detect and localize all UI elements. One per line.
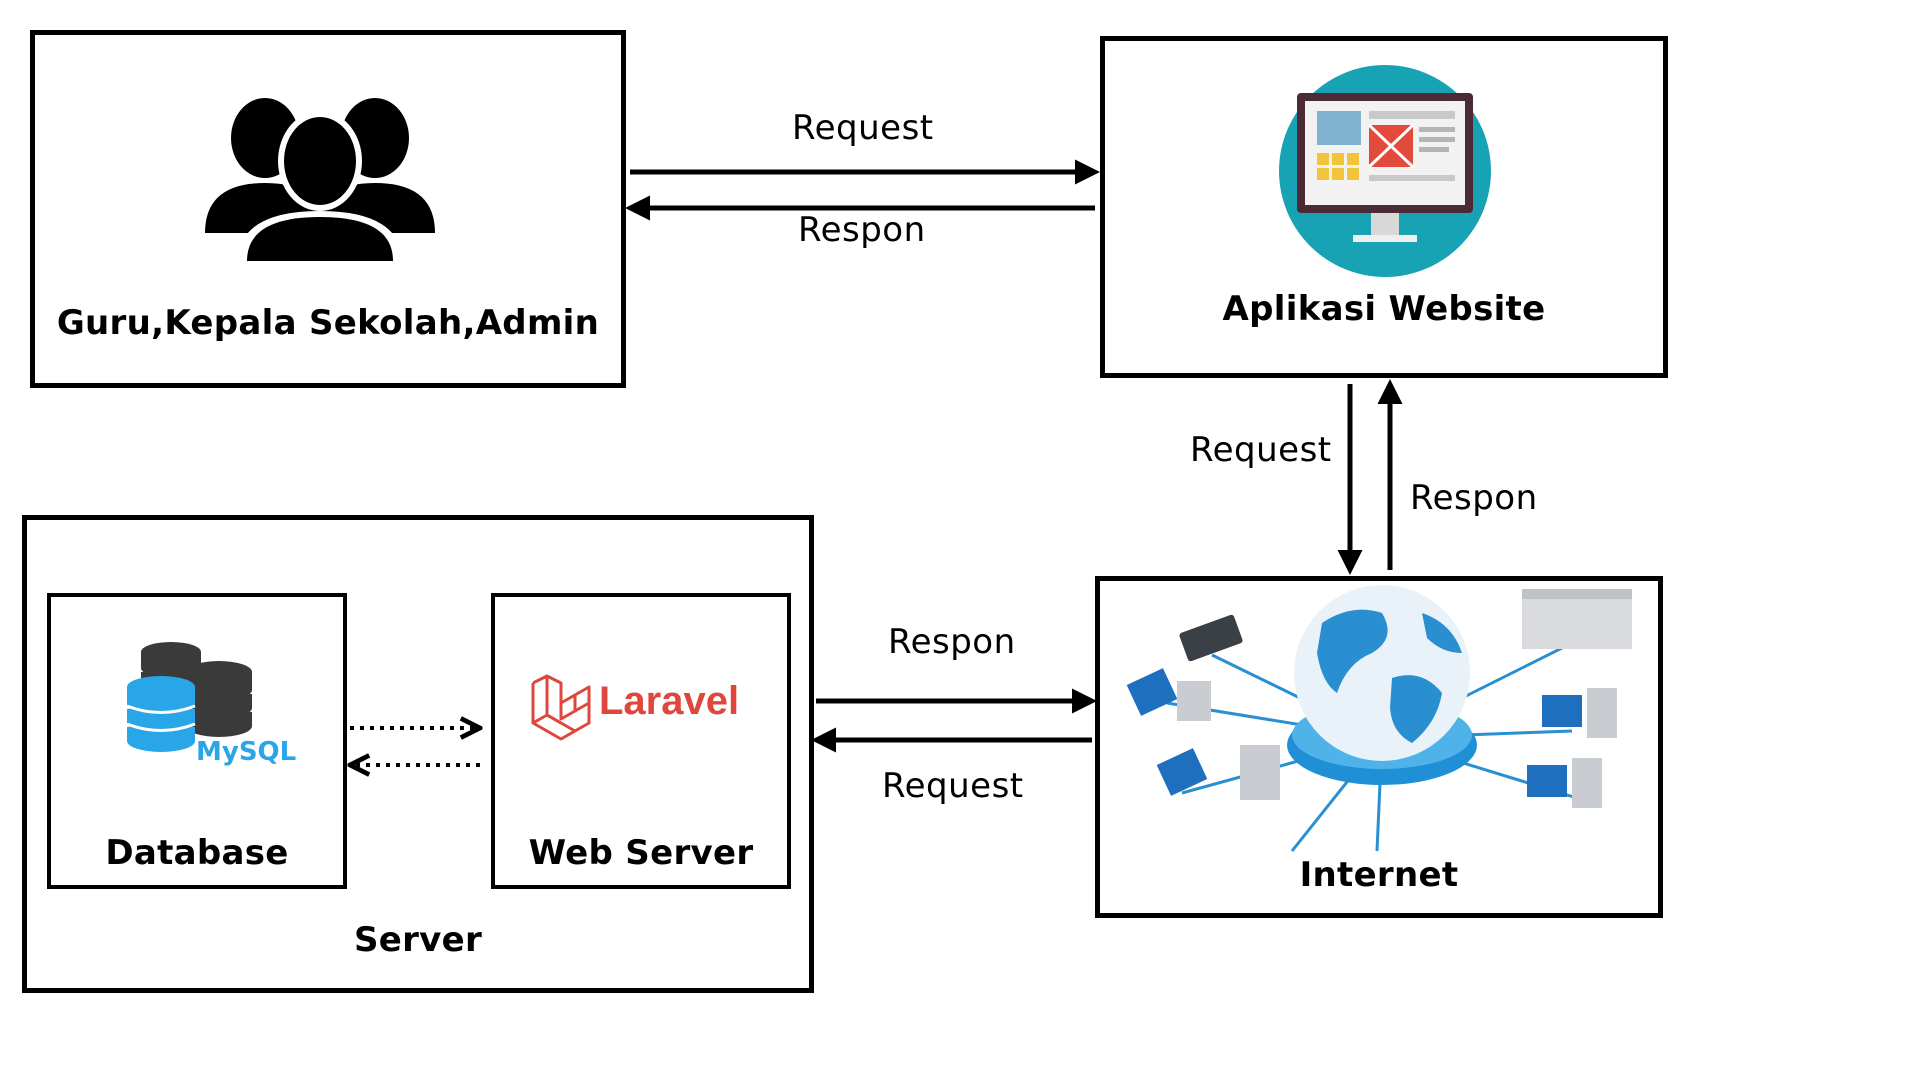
mysql-logo-text: MySQL	[196, 737, 297, 767]
server-label: Server	[353, 920, 483, 960]
users-label: Guru,Kepala Sekolah,Admin	[56, 303, 600, 343]
mysql-logo	[126, 642, 252, 752]
website-box: Aplikasi Website	[1100, 36, 1668, 378]
internet-box: Internet	[1095, 576, 1663, 918]
users-group-icon	[205, 98, 435, 265]
website-label: Aplikasi Website	[1222, 289, 1546, 329]
webserver-label: Web Server	[528, 833, 754, 873]
laravel-logo-text: Laravel	[599, 679, 740, 723]
website-monitor-icon	[1279, 65, 1491, 277]
edge-label-website-to-internet: Request	[1190, 430, 1332, 470]
database-box: MySQL Database	[47, 593, 347, 889]
laravel-logo	[531, 674, 591, 741]
webserver-box: Laravel Web Server	[491, 593, 791, 889]
users-box: Guru,Kepala Sekolah,Admin	[30, 30, 626, 388]
edge-label-website-to-users: Respon	[798, 210, 926, 250]
server-box: MySQL Database Laravel Web Server Server	[22, 515, 814, 993]
edge-label-users-to-website: Request	[792, 108, 934, 148]
edge-label-internet-to-website: Respon	[1410, 478, 1538, 518]
edge-label-server-to-internet: Respon	[888, 622, 1016, 662]
internet-label: Internet	[1299, 855, 1459, 895]
edge-label-internet-to-server: Request	[882, 766, 1024, 806]
database-label: Database	[105, 833, 289, 873]
globe-network-icon	[1126, 585, 1632, 852]
